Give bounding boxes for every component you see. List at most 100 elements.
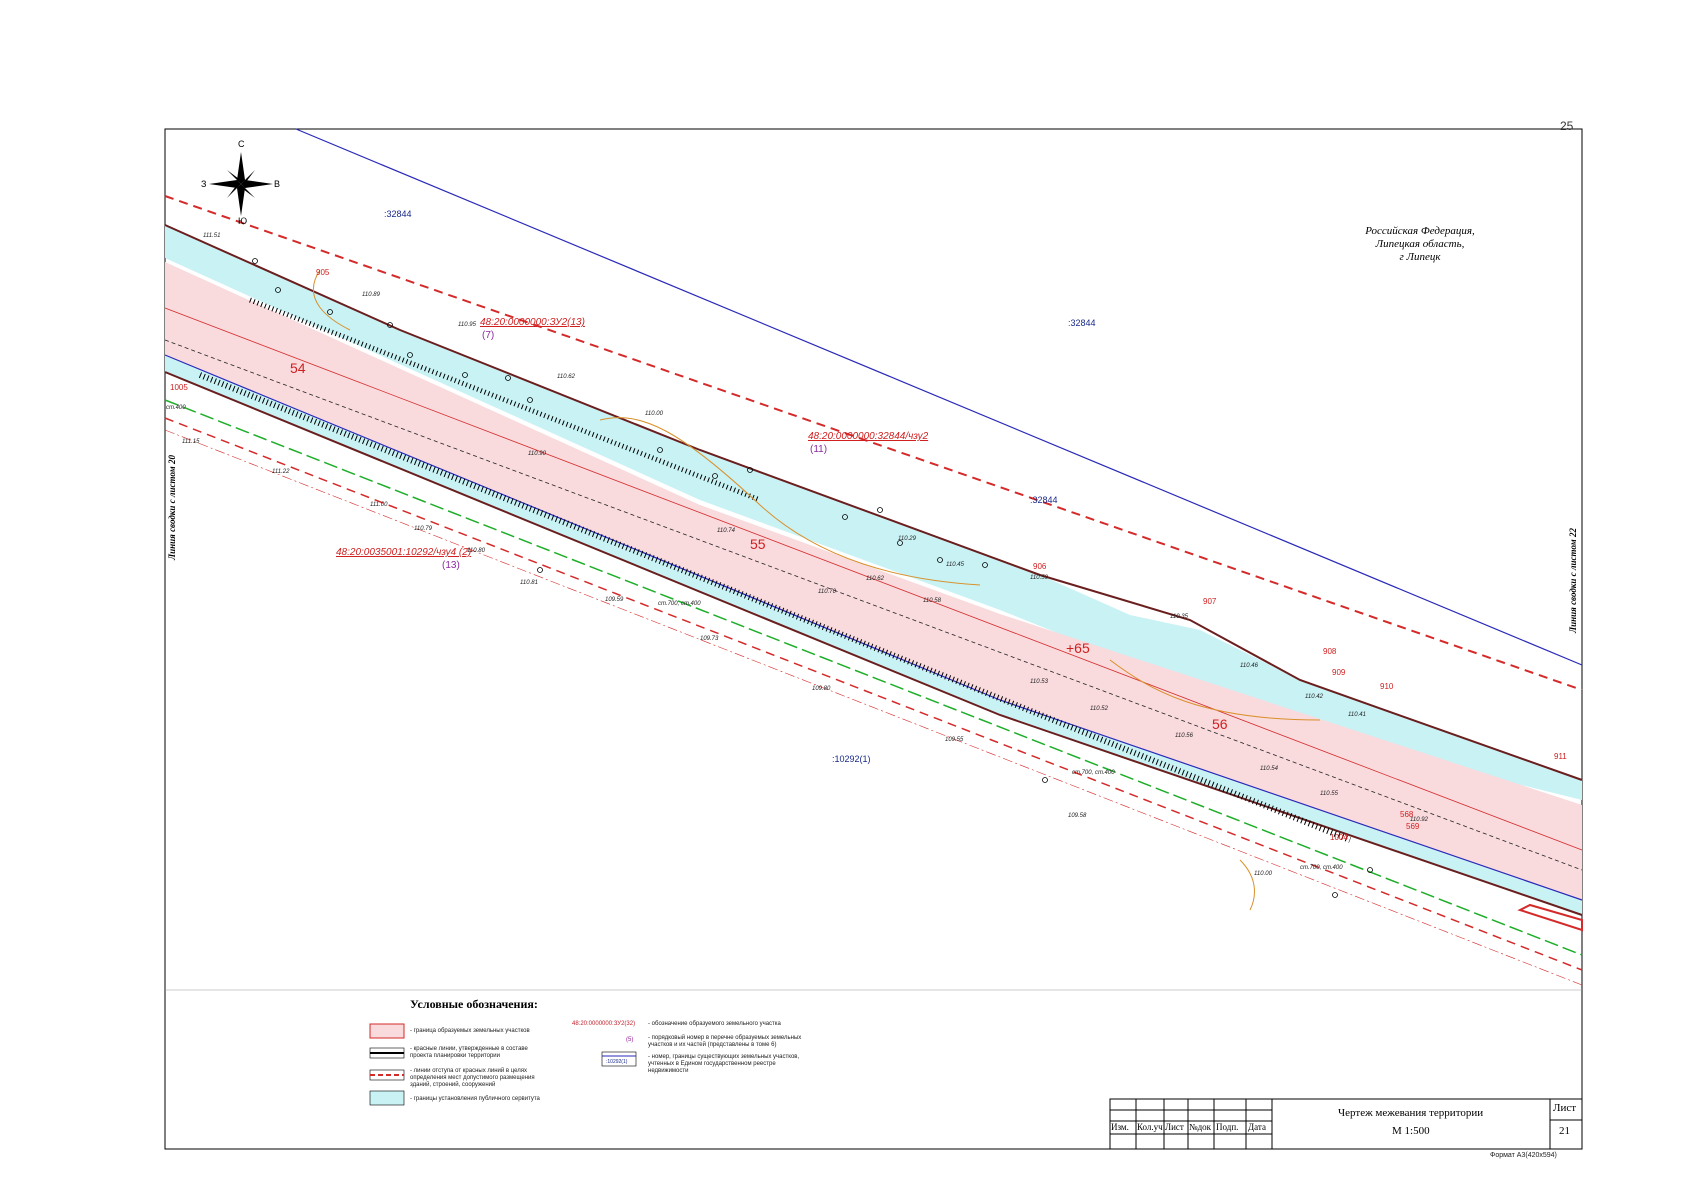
region-line: Российская Федерация,	[1365, 225, 1475, 237]
parcel-label: :32844	[1068, 318, 1096, 328]
legend-symbol: (5)	[626, 1037, 634, 1043]
drawing-scale: М 1:500	[1392, 1125, 1430, 1137]
point-number: 909	[1332, 668, 1346, 677]
title-block-column: Изм.	[1111, 1122, 1129, 1132]
point-number: 1005	[170, 383, 188, 392]
elevation-label: 109.59	[605, 597, 624, 603]
parcel-label: :32844	[1030, 495, 1058, 505]
red-line-lower	[164, 354, 1583, 901]
elevation-label: 110.79	[414, 526, 432, 532]
side-label-left: Линия сводки с листом 20	[167, 455, 177, 560]
elevation-label: 110.53	[1030, 679, 1048, 685]
zone-number: 54	[290, 360, 306, 376]
elevation-label: 110.41	[1348, 712, 1366, 718]
sheet-label: Лист	[1553, 1102, 1577, 1114]
elevation-label: 110.74	[717, 528, 735, 534]
title-block-column: Лист	[1165, 1122, 1184, 1132]
title-block-column: Кол.уч	[1137, 1122, 1163, 1132]
title-block	[1109, 1098, 1583, 1150]
elevation-label: 110.89	[362, 292, 380, 298]
point-number: 908	[1323, 647, 1337, 656]
utility-marker: ст.700, ст.400	[1300, 865, 1343, 871]
point-number: 568	[1400, 810, 1414, 819]
legend-swatch-parcel	[369, 1023, 405, 1039]
zone-number: 56	[1212, 716, 1228, 732]
legend-item: - обозначение образуемого земельного уча…	[648, 1021, 781, 1027]
elevation-label: 110.92	[1410, 817, 1428, 823]
parcel-callout-code: 48:20:0035001:10292/чзу4 (2)	[336, 547, 472, 558]
red-line-upper	[164, 224, 1583, 781]
legend-item: - граница образуемых земельных участков	[410, 1028, 530, 1034]
elevation-label: 110.81	[520, 580, 538, 586]
elevation-label: 110.62	[557, 374, 575, 380]
compass-north: С	[238, 139, 245, 149]
north-arrow-icon	[209, 152, 273, 216]
road-edge-lower	[164, 371, 1583, 916]
paper-format: Формат А3(420х594)	[1490, 1152, 1557, 1159]
legend-item: - красные линии, утвержденные в составе …	[410, 1046, 528, 1059]
elevation-label: 111.00	[370, 502, 388, 508]
side-label-right: Линия сводки с листом 22	[1568, 528, 1578, 633]
drawing-title: Чертеж межевания территории	[1338, 1107, 1484, 1119]
station-label: +65	[1066, 640, 1090, 656]
parcel-zone	[165, 262, 1582, 900]
elevation-label: 110.70	[818, 589, 836, 595]
parcel-label: :32844	[384, 209, 412, 219]
legend-item: - линии отступа от красных линий в целях…	[410, 1068, 535, 1088]
legend-symbol: :10292(1)	[606, 1059, 628, 1065]
elevation-label: 110.00	[645, 411, 663, 417]
utility-marker: ст.700, ст.400	[658, 601, 701, 607]
elevation-label: 109.73	[700, 636, 719, 642]
contour-line	[1239, 859, 1255, 911]
slope-hatch-upper	[249, 297, 761, 503]
point-number: 1004	[1330, 833, 1348, 842]
slope-hatch-lower	[198, 372, 1352, 843]
utility-line-green	[164, 399, 1583, 956]
servitude-zone	[165, 225, 1582, 800]
elevation-label: 110.46	[1240, 663, 1258, 669]
elevation-label: 111.51	[203, 233, 221, 239]
legend-item: - границы установления публичного сервит…	[410, 1096, 540, 1102]
utility-marker: ст.400	[166, 405, 186, 411]
elevation-label: 110.55	[1320, 791, 1338, 797]
point-number: 906	[1033, 562, 1047, 571]
contour-line	[1109, 659, 1321, 721]
point-number: 569	[1406, 822, 1420, 831]
parcel-callout-code: 48:20:0000000:32844/чзу2	[808, 431, 929, 442]
legend-swatch-servitude	[369, 1090, 405, 1106]
elevation-label: 110.29	[898, 536, 916, 542]
point-number: 910	[1380, 682, 1394, 691]
elevation-label: 110.56	[1175, 733, 1193, 739]
parcel-callout-num: (11)	[810, 444, 828, 455]
sheet-number: 21	[1559, 1125, 1570, 1137]
parcel-callout-code: 48:20:0000000:ЗУ2(13)	[480, 317, 585, 328]
elevation-label: 110.62	[866, 576, 884, 582]
legend-symbol: 48:20:0000000:ЗУ2(32)	[572, 1021, 636, 1027]
elevation-label: 111.22	[272, 469, 290, 475]
map-frame	[164, 128, 1583, 1150]
setback-line-upper	[164, 195, 1583, 691]
elevation-label: 111.15	[182, 439, 200, 445]
survey-points	[252, 258, 1373, 898]
utility-marker: ст.700, ст.400	[1072, 770, 1115, 776]
contour-line	[599, 417, 981, 586]
elevation-label: 110.52	[1090, 706, 1108, 712]
title-block-column: №док	[1189, 1122, 1212, 1132]
point-number: 907	[1203, 597, 1217, 606]
elevation-label: 109.80	[812, 686, 831, 692]
elevation-label: 110.58	[923, 598, 941, 604]
elevation-label: 110.54	[1260, 766, 1278, 772]
legend-swatch-parcel-existing	[601, 1051, 637, 1067]
setback-line	[164, 339, 1583, 871]
center-line	[164, 307, 1583, 851]
setback-line-lower	[164, 417, 1583, 971]
elevation-label: 110.59	[1030, 575, 1048, 581]
elevation-label: 110.35	[1170, 614, 1188, 620]
elevation-label: 110.45	[946, 562, 964, 568]
elevation-label: 110.42	[1305, 694, 1323, 700]
servitude-zone-lower	[165, 355, 1582, 915]
legend-swatch-setback	[369, 1069, 405, 1081]
compass-west: З	[201, 179, 207, 189]
zone-number: 55	[750, 536, 766, 552]
